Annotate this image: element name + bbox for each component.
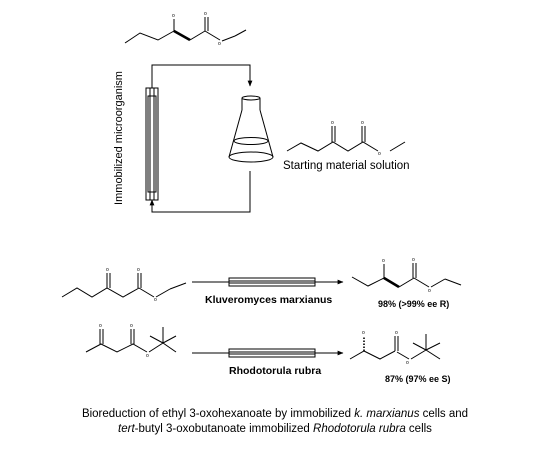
svg-text:o: o [412,257,415,263]
reaction1-product [351,263,462,289]
yield-1-label: 98% (>99% ee R) [378,299,450,309]
svg-text:o: o [331,120,334,126]
top-product-atoms: o o o [172,11,221,47]
svg-text:o: o [395,330,398,336]
top-product-molecule [124,17,247,44]
figure-caption: Bioreduction of ethyl 3-oxohexanoate by … [0,407,550,437]
reaction2-product [349,334,441,360]
reaction1-arrow [192,277,344,287]
svg-text:o: o [428,288,431,294]
reaction1-product-atoms: o o o [382,257,431,294]
reaction2-arrow [192,348,344,358]
caption-line-1: Bioreduction of ethyl 3-oxohexanoate by … [81,408,469,420]
svg-text:o: o [154,297,157,303]
svg-text:o: o [172,13,175,19]
svg-text:o: o [146,353,149,359]
starting-material-atoms: o o o [331,120,381,157]
svg-text:o: o [382,258,385,264]
caption-line-2: tert-butyl 3-oxobutanoate immobilized Rh… [118,423,432,435]
reaction2-product-atoms: o o o [362,330,409,366]
starting-material-molecule [286,126,406,152]
svg-text:o: o [362,330,365,336]
reaction2-substrate-atoms: o o o [99,323,149,359]
svg-text:o: o [130,323,133,329]
svg-text:o: o [99,323,102,329]
svg-text:o: o [218,41,221,47]
organism-2-label: Rhodotorula rubra [229,365,322,377]
recirculation-loop [149,64,253,213]
immobilized-column [145,87,159,201]
reaction2-substrate [85,327,177,353]
starting-material-label: Starting material solution [283,160,410,172]
svg-text:o: o [361,120,364,126]
immobilized-microorganism-label: Immobilized microorganism [113,71,125,205]
reaction1-substrate-atoms: o o o [106,267,157,303]
svg-text:o: o [137,267,140,273]
organism-1-label: Kluveromyces marxianus [205,294,333,306]
svg-text:o: o [204,11,207,17]
svg-text:o: o [406,360,409,366]
reaction1-substrate [61,273,187,298]
yield-2-label: 87% (97% ee S) [385,374,451,384]
svg-text:o: o [106,267,109,273]
svg-text:o: o [378,151,381,157]
flask [228,95,274,163]
